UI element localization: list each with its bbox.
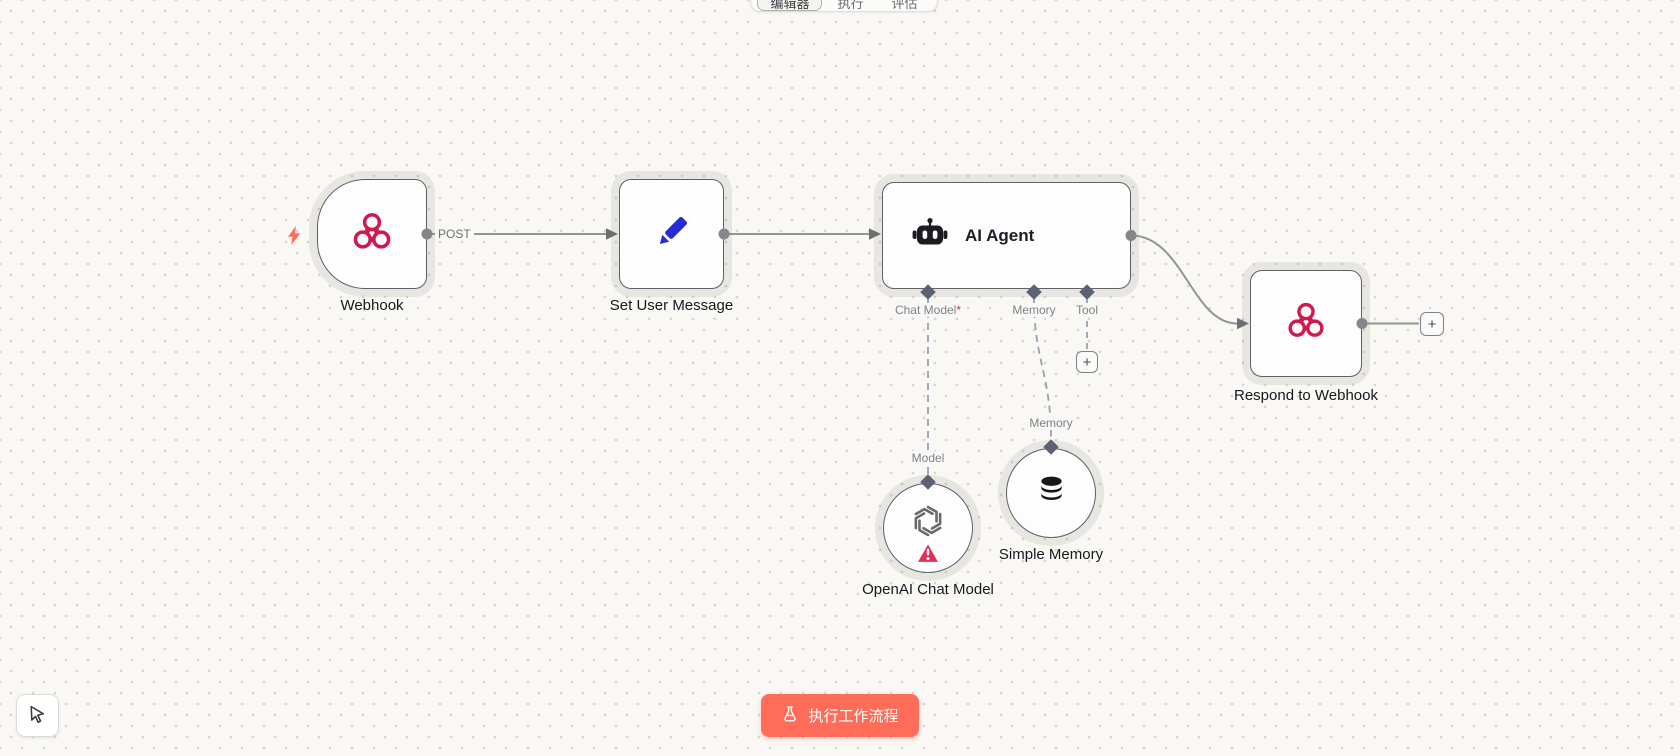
connector-label-tool: Tool (1057, 303, 1117, 317)
top-tab-bar: 编辑器 执行 评估 (750, 0, 938, 12)
tab-editor[interactable]: 编辑器 (757, 0, 823, 11)
execute-workflow-label: 执行工作流程 (808, 708, 899, 725)
warning-triangle-icon (915, 541, 941, 570)
webhook-icon (1284, 299, 1328, 348)
trigger-lightning-icon (287, 226, 302, 250)
add-tool-button[interactable]: + (1076, 351, 1098, 373)
canvas-pointer-button[interactable] (16, 694, 59, 737)
node-webhook[interactable] (317, 179, 427, 289)
database-icon (1033, 472, 1070, 514)
node-openai-chat-model[interactable] (883, 483, 973, 573)
node-ai-agent[interactable]: AI Agent (882, 182, 1131, 289)
edge-arrowhead (1237, 317, 1249, 330)
tab-evaluations[interactable]: 评估 (891, 0, 918, 11)
node-label-respond-to-webhook: Respond to Webhook (1234, 387, 1378, 404)
edge-label-post: POST (435, 227, 474, 241)
execute-workflow-button[interactable]: 执行工作流程 (761, 694, 919, 737)
node-label-simple-memory: Simple Memory (998, 546, 1104, 563)
required-marker: * (956, 303, 962, 317)
openai-logo-icon (908, 501, 948, 546)
node-simple-memory[interactable] (1006, 448, 1096, 538)
edge-arrowhead (606, 228, 618, 240)
node-label-webhook: Webhook (340, 297, 404, 314)
node-set-user-message[interactable] (619, 179, 724, 289)
webhook-icon (349, 209, 395, 260)
ai-agent-title: AI Agent (965, 225, 1035, 245)
connector-label-chat-model: Chat Model* (863, 303, 993, 317)
flask-icon (781, 705, 799, 727)
node-label-set-user-message: Set User Message (609, 297, 734, 314)
edge-ai-agent-to-respond[interactable] (1130, 234, 1238, 325)
tab-executions[interactable]: 执行 (837, 0, 864, 11)
pencil-icon (650, 210, 694, 259)
robot-icon (910, 213, 950, 258)
node-respond-to-webhook[interactable] (1250, 270, 1362, 377)
cursor-pointer-icon (27, 704, 48, 728)
add-node-button[interactable]: + (1420, 312, 1444, 336)
connector-label-model: Model (888, 451, 968, 465)
connector-label-memory-top: Memory (1011, 416, 1091, 430)
edge-arrowhead (869, 228, 881, 240)
node-label-openai-chat-model: OpenAI Chat Model (862, 581, 994, 598)
